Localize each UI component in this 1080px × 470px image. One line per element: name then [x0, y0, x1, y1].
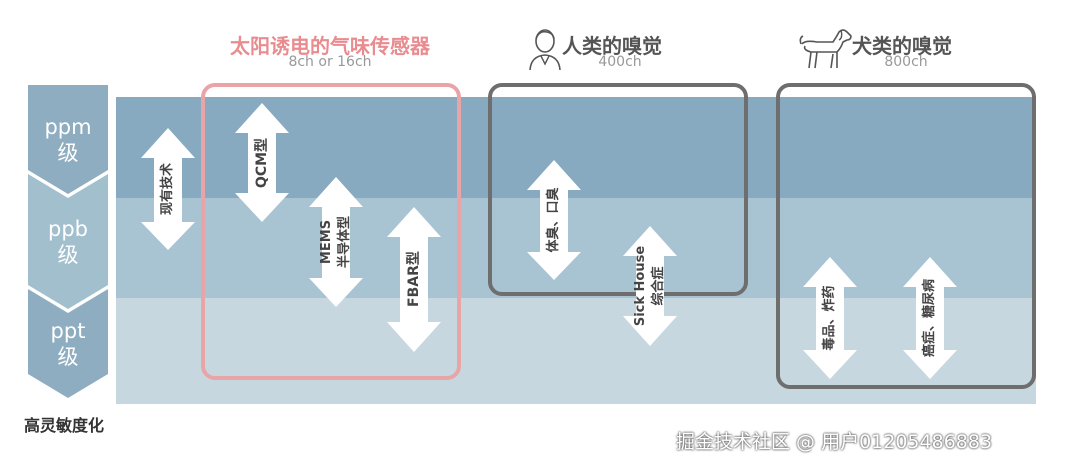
fbar-text: FBAR型 [406, 251, 422, 307]
ppm-suffix: 级 [57, 141, 79, 165]
ppb-chevron [28, 174, 108, 309]
sick-house-text-1: Sick House [633, 245, 648, 327]
existing-tech-label: 现有技术 [159, 139, 177, 239]
body-odor-label: 体臭、口臭 [545, 170, 563, 270]
dog-smell-title: 犬类的嗅觉 [852, 34, 952, 58]
sensitivity-label: 高灵敏度化 [24, 416, 105, 435]
existing-tech-text: 现有技术 [160, 163, 175, 216]
sick-house-arrow [623, 226, 677, 346]
human-smell-frame [488, 83, 748, 296]
ppt-unit: ppt [50, 319, 86, 343]
drugs-text: 毒品、炸药 [822, 285, 837, 351]
solar-sensor-title: 太阳诱电的气味传感器 [230, 34, 430, 58]
fbar-label: FBAR型 [405, 229, 423, 329]
dog-smell-frame [776, 83, 1036, 389]
disease-text: 癌症、糖尿病 [922, 279, 937, 358]
ppb-level-label: ppb 级 [28, 216, 108, 268]
ppb-band [116, 198, 1036, 298]
existing-tech-arrow [141, 128, 195, 250]
human-smell-channels: 400ch [598, 54, 642, 70]
qcm-label: QCM型 [253, 113, 271, 213]
ppm-level-label: ppm 级 [28, 114, 108, 166]
ppm-unit: ppm [44, 115, 92, 139]
solar-sensor-frame [201, 83, 461, 380]
person-icon [529, 29, 561, 71]
mems-label: MEMS 半导体型 [318, 192, 354, 292]
drugs-label: 毒品、炸药 [821, 268, 839, 368]
ppb-unit: ppb [48, 217, 88, 241]
ppt-suffix: 级 [57, 345, 79, 369]
dog-smell-channels: 800ch [884, 54, 928, 70]
ppm-chevron [28, 85, 108, 194]
qcm-arrow [235, 103, 289, 222]
ppt-chevron [28, 289, 108, 398]
ppt-level-label: ppt 级 [28, 318, 108, 370]
sick-house-text-2: 综合症 [651, 266, 666, 306]
mems-text-2: 半导体型 [337, 216, 352, 269]
fbar-arrow [387, 207, 441, 352]
ppb-suffix: 级 [57, 243, 79, 267]
drugs-arrow [803, 257, 857, 379]
body-odor-arrow [527, 160, 581, 280]
sick-house-label: Sick House 综合症 [632, 231, 668, 341]
dog-icon [799, 29, 852, 69]
body-odor-text: 体臭、口臭 [546, 187, 561, 253]
human-smell-title: 人类的嗅觉 [562, 34, 662, 58]
watermark: 掘金技术社区 @ 用户01205486883 [676, 431, 993, 453]
disease-arrow [903, 257, 957, 379]
qcm-text: QCM型 [254, 137, 270, 189]
mems-text-1: MEMS [319, 219, 334, 265]
mems-arrow [309, 177, 363, 307]
disease-label: 癌症、糖尿病 [921, 263, 939, 373]
solar-sensor-channels: 8ch or 16ch [288, 54, 372, 70]
